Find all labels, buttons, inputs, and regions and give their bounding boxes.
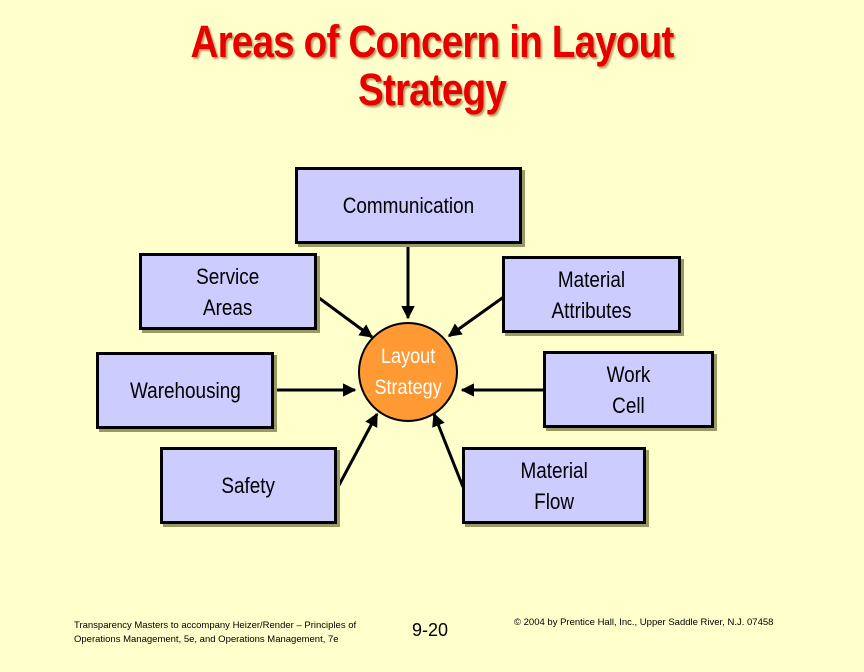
node-communication-label: Communication: [342, 193, 475, 218]
footer-page-number: 9-20: [411, 620, 449, 640]
footer-source-note: Transparency Masters to accompany Heizer…: [74, 620, 357, 645]
node-communication: Communication: [295, 167, 522, 244]
node-safety: Safety: [160, 447, 337, 524]
slide-title: Areas of Concern in Layout Strategy: [60, 18, 803, 114]
arrow-service-areas: [314, 293, 374, 339]
arrow-material-attributes: [447, 294, 506, 338]
slide-title-line-2: Strategy: [357, 64, 507, 115]
node-material-flow-label: Material Flow: [520, 457, 588, 514]
slide-title-line-1: Areas of Concern in Layout: [190, 16, 675, 67]
node-layout-strategy-label: Layout Strategy: [374, 345, 442, 399]
arrow-safety: [336, 412, 379, 488]
node-warehousing-label: Warehousing: [129, 378, 241, 403]
node-material-flow: Material Flow: [462, 447, 646, 524]
node-warehousing: Warehousing: [96, 352, 274, 429]
arrow-material-flow: [432, 412, 465, 488]
node-layout-strategy: Layout Strategy: [358, 322, 458, 422]
node-safety-label: Safety: [221, 473, 276, 498]
node-service-areas-label: Service Areas: [196, 263, 260, 320]
node-material-attributes: Material Attributes: [502, 256, 681, 333]
footer-copyright: © 2004 by Prentice Hall, Inc., Upper Sad…: [514, 617, 774, 628]
node-work-cell: Work Cell: [543, 351, 714, 428]
node-service-areas: Service Areas: [139, 253, 317, 330]
node-work-cell-label: Work Cell: [606, 361, 651, 418]
node-material-attributes-label: Material Attributes: [551, 266, 632, 323]
